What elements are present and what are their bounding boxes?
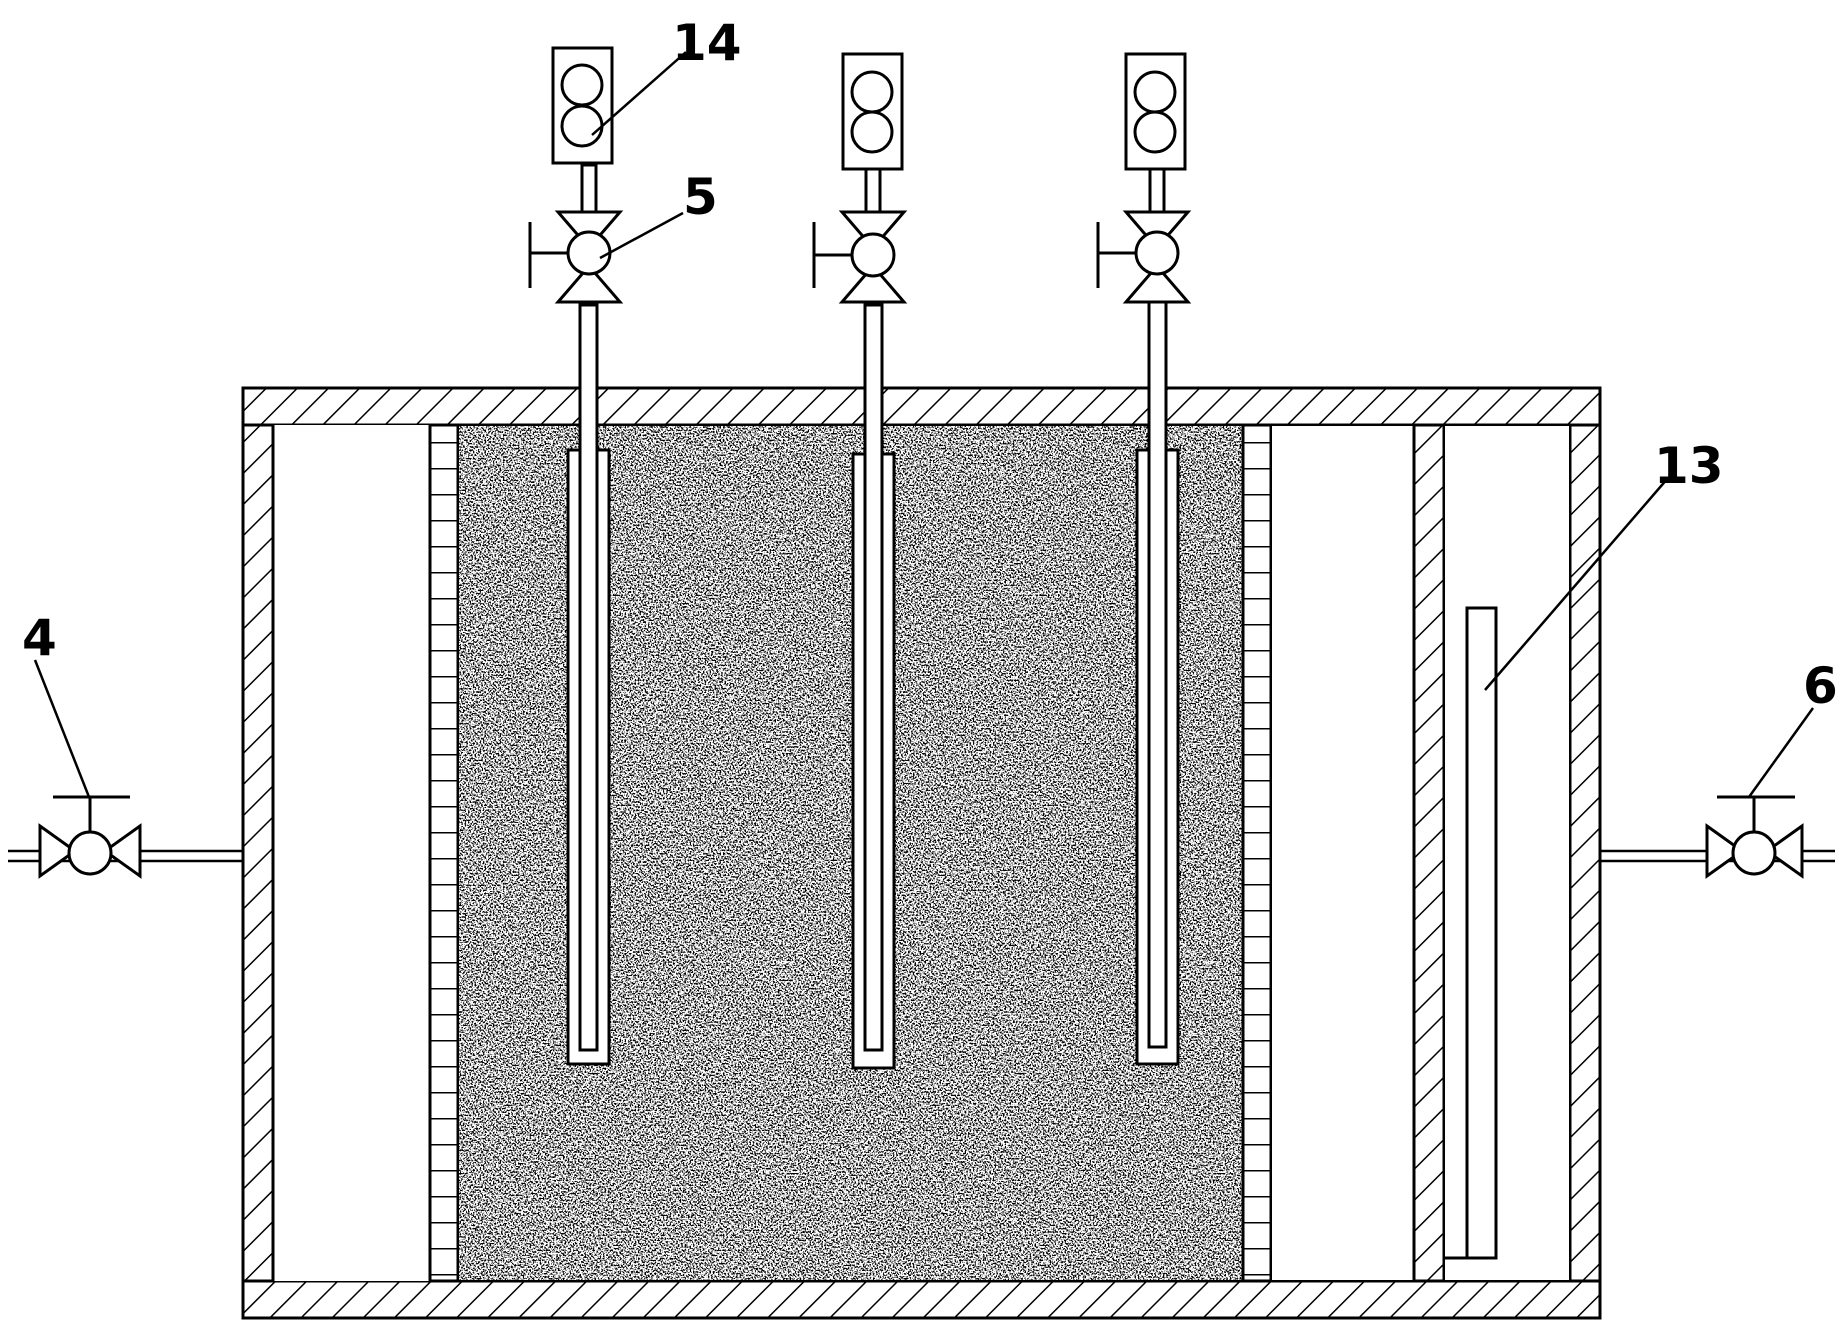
sampling-probe-1 xyxy=(528,46,624,1066)
leader-lines xyxy=(33,51,1815,798)
tank xyxy=(241,386,1602,1320)
outlet-chamber xyxy=(1443,424,1571,1282)
inlet-valve[interactable] xyxy=(8,795,243,879)
left-perforated-plate xyxy=(428,423,460,1283)
right-perforated-plate xyxy=(1241,423,1273,1283)
sampling-probe-3 xyxy=(1096,52,1192,1066)
level-tube xyxy=(1465,606,1498,1260)
label-level-tube: 13 xyxy=(1654,437,1724,495)
overflow-partition xyxy=(1412,423,1446,1283)
label-outlet-valve: 6 xyxy=(1803,657,1838,715)
tank-left-wall xyxy=(241,423,275,1283)
tank-right-wall xyxy=(1568,423,1602,1283)
pressure-gauge-1 xyxy=(551,46,614,165)
right-chamber xyxy=(1270,424,1415,1282)
label-sampling-valve: 5 xyxy=(683,168,718,226)
left-chamber xyxy=(273,425,430,1281)
label-inlet-valve: 4 xyxy=(22,609,57,667)
tank-top-wall xyxy=(241,386,1602,427)
tank-bottom-wall xyxy=(241,1279,1602,1320)
sampling-probe-2 xyxy=(812,52,908,1070)
outlet-valve[interactable] xyxy=(1600,795,1835,879)
pressure-gauge-3 xyxy=(1124,52,1187,171)
label-gauge: 14 xyxy=(672,14,742,72)
pressure-gauge-2 xyxy=(841,52,904,171)
